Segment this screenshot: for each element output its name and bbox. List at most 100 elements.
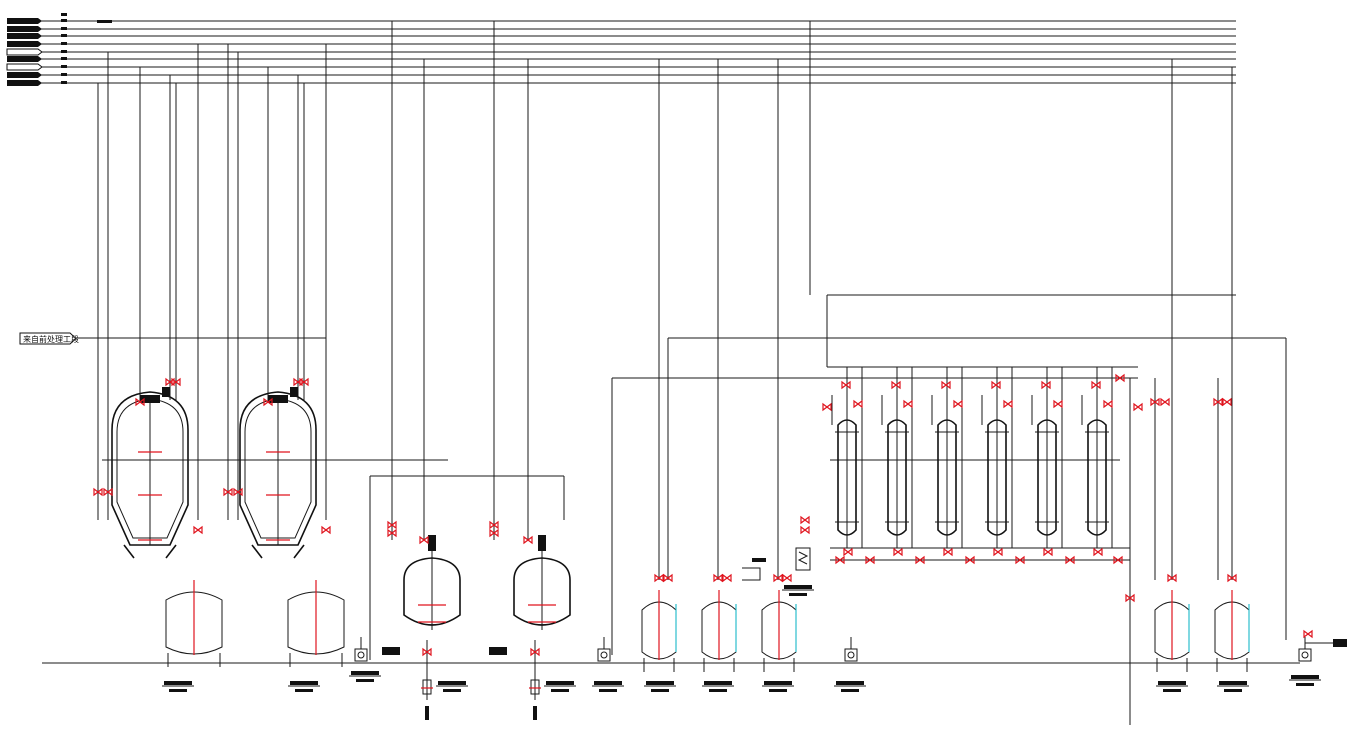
pump: [844, 648, 858, 662]
valve: [263, 397, 273, 407]
header-marker: [61, 50, 67, 53]
pump-impeller: [600, 651, 608, 659]
storage-tank: [165, 591, 223, 655]
valve: [387, 528, 397, 538]
valve: [1113, 555, 1123, 565]
label-mark: [599, 689, 617, 692]
leg: [123, 544, 135, 559]
header-marker: [61, 27, 67, 30]
reactor-vessel: [403, 557, 461, 626]
valve: [1003, 399, 1013, 409]
valve: [1125, 593, 1135, 603]
drive: [162, 387, 170, 397]
valve: [1043, 547, 1053, 557]
valve: [835, 555, 845, 565]
valve: [1115, 373, 1125, 383]
label-mark: [1296, 683, 1314, 686]
valve: [193, 525, 203, 535]
inlet-tag: [489, 647, 507, 655]
valve: [993, 547, 1003, 557]
header-marker: [61, 57, 67, 60]
valve: [135, 397, 145, 407]
valve: [800, 525, 810, 535]
motor: [428, 535, 436, 551]
valve: [1041, 380, 1051, 390]
utility-headers: [6, 13, 1236, 86]
valve: [223, 487, 233, 497]
header-tag: [6, 48, 43, 56]
pump: [597, 648, 611, 662]
label-mark: [764, 681, 792, 685]
valve: [865, 555, 875, 565]
valve: [953, 399, 963, 409]
pump: [354, 648, 368, 662]
inlet-label: 来自前处理工段: [23, 334, 79, 344]
valve: [773, 573, 783, 583]
valve: [1213, 397, 1223, 407]
label-mark: [443, 689, 461, 692]
reactor-vessel: [513, 557, 571, 626]
valve: [103, 487, 113, 497]
valve: [1150, 397, 1160, 407]
valve: [419, 535, 429, 545]
header-marker: [61, 81, 67, 84]
header-tag: [7, 41, 42, 47]
label-mark: [841, 689, 859, 692]
pump: [1298, 648, 1312, 662]
valve: [1065, 555, 1075, 565]
motor: [140, 395, 160, 403]
header-marker: [61, 13, 67, 16]
valve: [843, 547, 853, 557]
outlet-tag: [1333, 639, 1347, 647]
label-mark: [295, 689, 313, 692]
motor: [752, 558, 766, 562]
label-mark: [1158, 681, 1186, 685]
leg: [165, 544, 177, 559]
reactor-vessel: [239, 391, 317, 546]
valve: [654, 573, 664, 583]
label-mark: [769, 689, 787, 692]
valve: [822, 402, 832, 412]
header-tag: [7, 26, 42, 32]
label-mark: [709, 689, 727, 692]
label-mark: [438, 681, 466, 685]
process-piping: [42, 294, 1333, 725]
leg: [251, 544, 263, 559]
equipment-labels: [162, 585, 1321, 692]
reactor-jacket: [116, 398, 184, 539]
valve: [1103, 399, 1113, 409]
valve: [782, 573, 792, 583]
valve: [1015, 555, 1025, 565]
label-mark: [646, 681, 674, 685]
valve: [1167, 573, 1177, 583]
valve: [841, 380, 851, 390]
valve: [530, 647, 540, 657]
leg: [293, 544, 305, 559]
heat-exchanger: [795, 547, 811, 571]
label-mark: [551, 689, 569, 692]
label-mark: [1163, 689, 1181, 692]
header-tag: [7, 80, 42, 86]
column: [937, 419, 957, 536]
valve: [943, 547, 953, 557]
valve: [893, 547, 903, 557]
valve: [1160, 397, 1170, 407]
valve: [991, 380, 1001, 390]
valve: [171, 377, 181, 387]
column: [1087, 419, 1107, 536]
valve: [941, 380, 951, 390]
pump-impeller: [357, 651, 365, 659]
header-tag: [7, 56, 42, 62]
valve: [387, 520, 397, 530]
valve: [713, 573, 723, 583]
header-marker: [61, 19, 67, 22]
valve: [321, 525, 331, 535]
valve: [422, 647, 432, 657]
inlet-tag: [382, 647, 400, 655]
header-marker: [97, 20, 112, 23]
motor: [533, 706, 537, 720]
valve: [489, 520, 499, 530]
column: [1037, 419, 1057, 536]
